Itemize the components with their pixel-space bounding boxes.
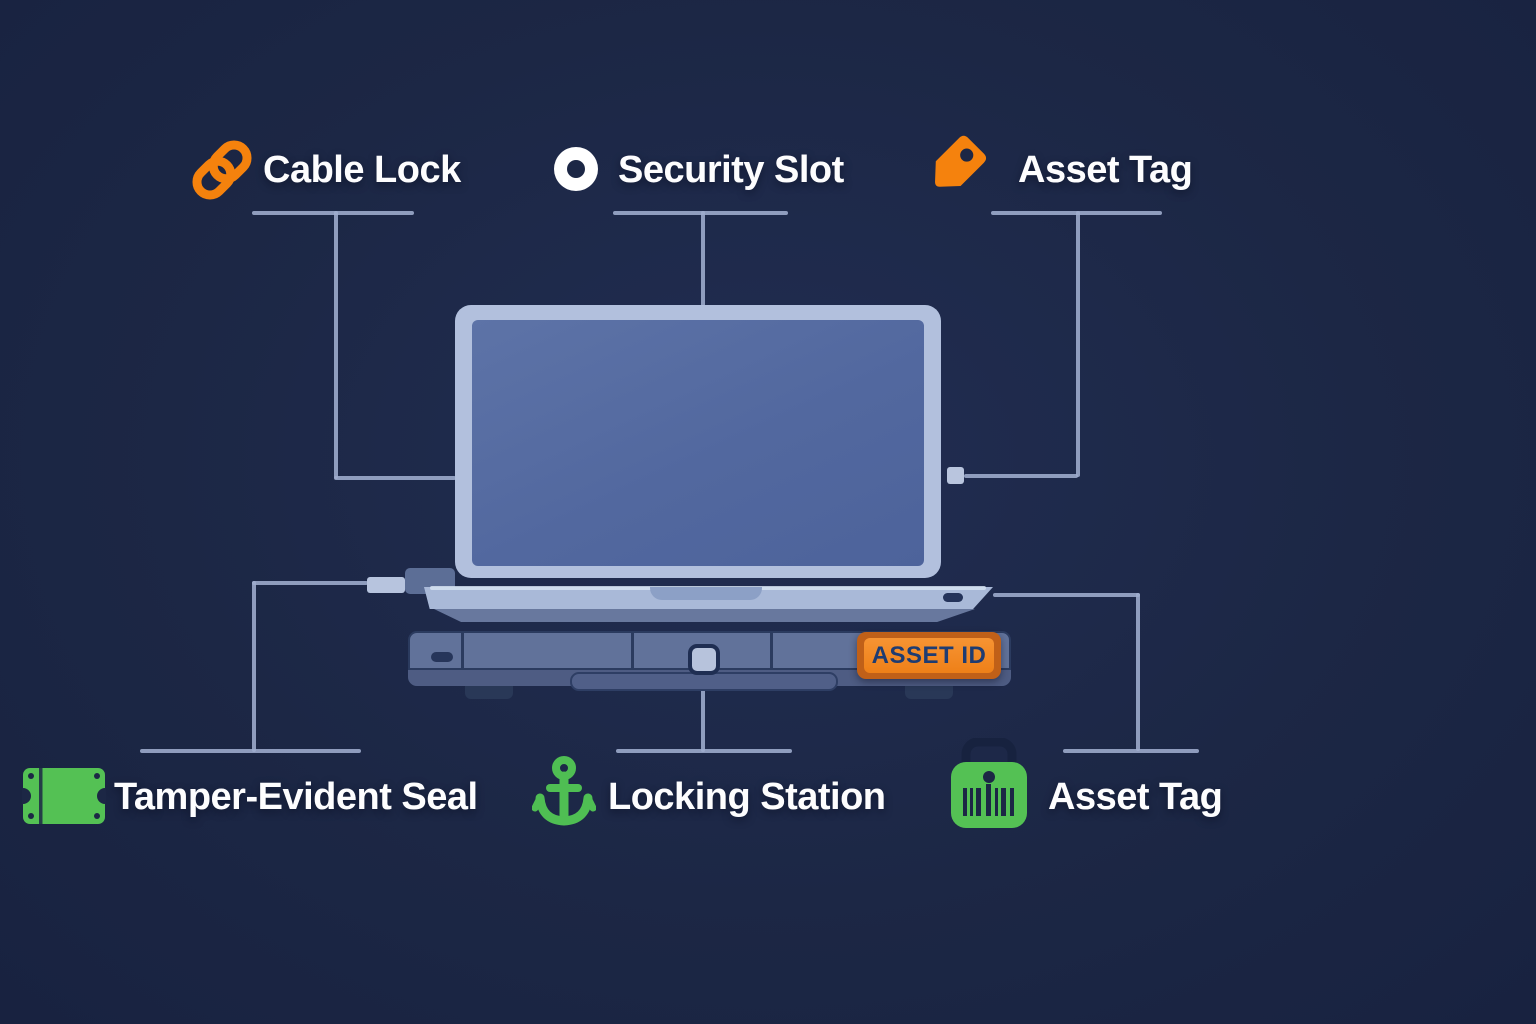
callout-label-asset-tag-top: Asset Tag [1018, 149, 1193, 191]
dock-divider [461, 632, 464, 669]
callout-label-locking-station: Locking Station [608, 776, 886, 818]
price-tag-icon [924, 134, 994, 209]
connector-line [1136, 593, 1140, 751]
connector-line [1076, 211, 1080, 477]
asset-id-badge-text: ASSET ID [871, 641, 987, 669]
callout-label-security-slot: Security Slot [618, 149, 844, 191]
dock-divider [770, 632, 773, 669]
laptop-lid-notch [650, 587, 762, 600]
callout-label-asset-tag-bottom: Asset Tag [1048, 776, 1223, 818]
connector-line [964, 474, 1078, 478]
dock-divider [631, 632, 634, 669]
dock-foot [905, 686, 953, 699]
connector-line [613, 211, 788, 215]
connector-line [334, 211, 338, 479]
chain-link-icon [190, 138, 254, 207]
connector-line [252, 211, 414, 215]
laptop-screen [472, 320, 924, 566]
connector-line [993, 593, 1140, 597]
connector-line [616, 749, 792, 753]
callout-label-tamper-seal: Tamper-Evident Seal [114, 776, 478, 818]
connector-line [701, 671, 705, 752]
connector-line [252, 581, 256, 752]
barcode-tag-icon [950, 737, 1028, 835]
anchor-icon [531, 755, 597, 838]
tamper-seal-icon [15, 767, 113, 830]
laptop-port [943, 593, 963, 602]
callout-label-cable-lock: Cable Lock [263, 149, 461, 191]
asset-id-badge-face: ASSET ID [864, 638, 994, 673]
connector-line [334, 476, 456, 480]
seal-attach-point [367, 577, 405, 593]
laptop-base-bottom [434, 609, 975, 622]
dock-slot [431, 652, 453, 662]
dock-foot [465, 686, 513, 699]
security-slot-icon [553, 146, 599, 197]
connector-line [252, 581, 368, 585]
connector-line [140, 749, 361, 753]
connector-line [1063, 749, 1199, 753]
connector-line [701, 211, 705, 307]
asset-id-badge: ASSET ID [857, 632, 1001, 679]
security-slot-marker [947, 467, 964, 484]
dock-lock-button [688, 644, 720, 675]
